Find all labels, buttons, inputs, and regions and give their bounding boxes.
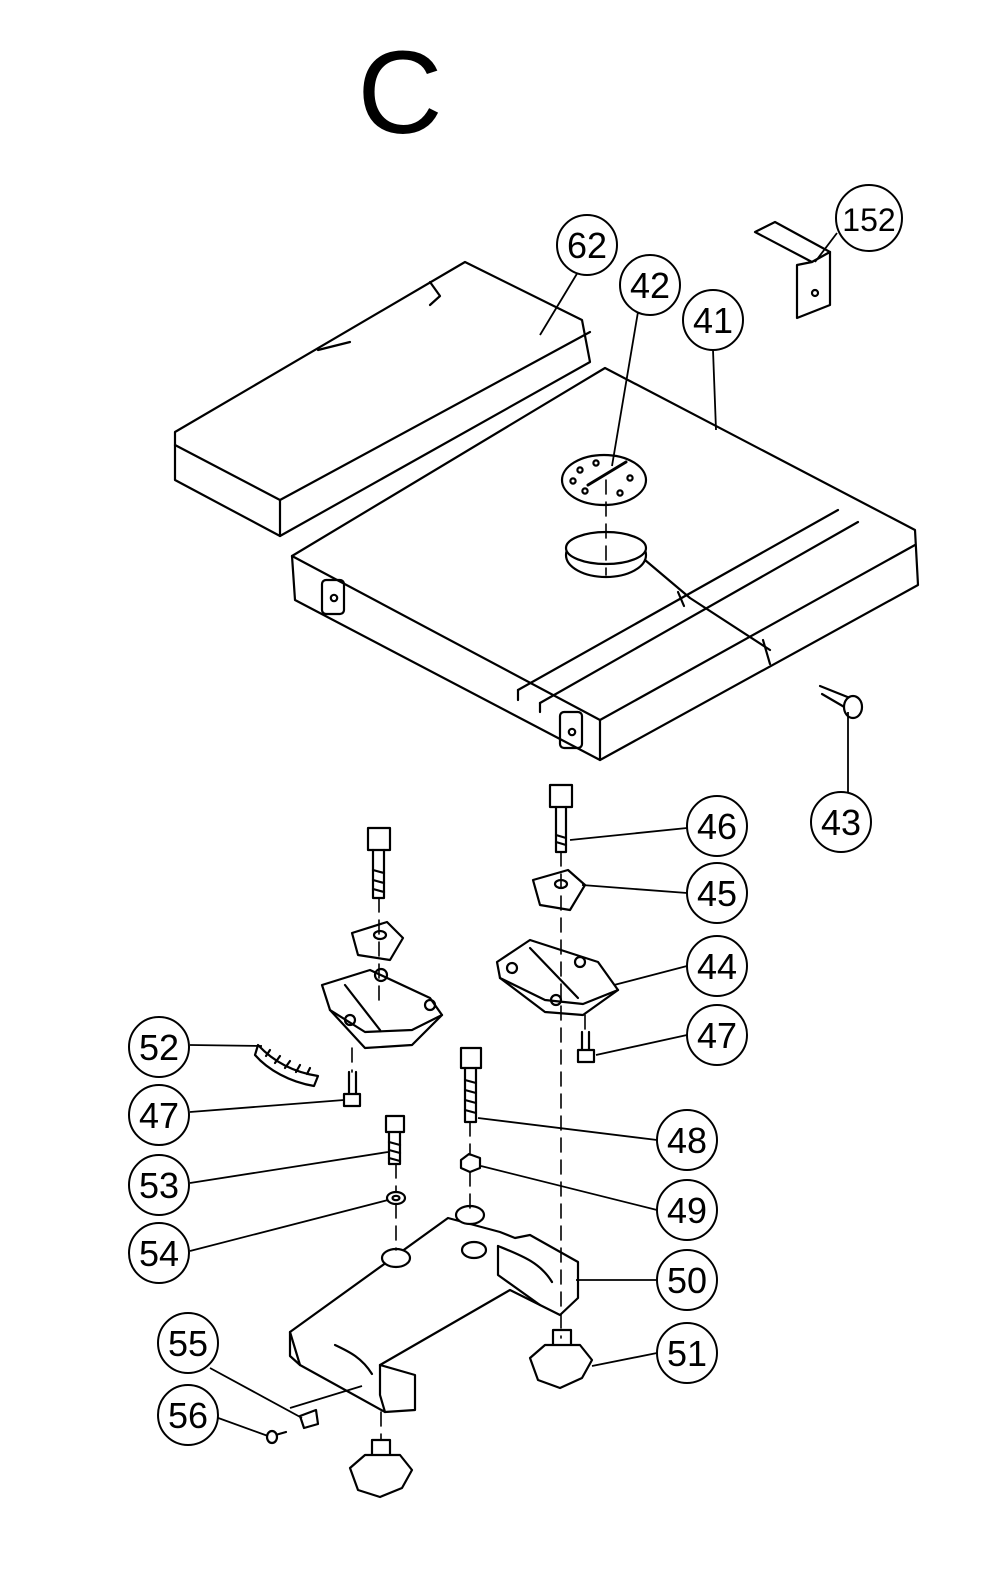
callout-number: 54 bbox=[139, 1233, 179, 1274]
callout-circle bbox=[656, 1249, 718, 1311]
table-pin-part bbox=[818, 684, 864, 720]
callout-50: 50 bbox=[656, 1249, 718, 1311]
callout-circle bbox=[686, 935, 748, 997]
small-bolt-part bbox=[384, 1114, 406, 1166]
trunnion-left-part bbox=[320, 967, 444, 1050]
callout-47: 47 bbox=[686, 1004, 748, 1066]
callout-circle bbox=[835, 184, 903, 252]
callout-152: 152 bbox=[835, 184, 903, 252]
callout-number: 51 bbox=[667, 1333, 707, 1374]
callout-number: 47 bbox=[139, 1095, 179, 1136]
assembly-lines bbox=[351, 479, 607, 1441]
callout-circle bbox=[157, 1312, 219, 1374]
callout-46: 46 bbox=[686, 795, 748, 857]
callout-number: 49 bbox=[667, 1190, 707, 1231]
callout-layer: 152 62 42 41 43 46 45 44 47 52 47 48 53 49 54 50 51 55 56 bbox=[128, 184, 903, 1446]
callout-number: 44 bbox=[697, 946, 737, 987]
callout-number: 56 bbox=[168, 1395, 208, 1436]
pointer-screw-part bbox=[265, 1429, 288, 1445]
callout-number: 46 bbox=[697, 806, 737, 847]
callout-number: 53 bbox=[139, 1165, 179, 1206]
knob-left-part bbox=[348, 1438, 414, 1499]
section-letter: C bbox=[357, 27, 443, 159]
callout-circle bbox=[686, 862, 748, 924]
callout-circle bbox=[656, 1179, 718, 1241]
callout-number: 55 bbox=[168, 1323, 208, 1364]
callout-number: 41 bbox=[693, 300, 733, 341]
callout-circle bbox=[686, 795, 748, 857]
callout-48: 48 bbox=[656, 1109, 718, 1171]
callout-circle bbox=[656, 1322, 718, 1384]
nut-part bbox=[459, 1152, 482, 1174]
callout-49: 49 bbox=[656, 1179, 718, 1241]
washer-part bbox=[385, 1190, 407, 1206]
callout-41: 41 bbox=[682, 289, 744, 351]
bolt-right-part bbox=[548, 783, 574, 854]
leader-lines bbox=[189, 232, 849, 1437]
callout-circle bbox=[810, 791, 872, 853]
callout-53: 53 bbox=[128, 1154, 190, 1216]
callout-56: 56 bbox=[157, 1384, 219, 1446]
callout-circle bbox=[128, 1222, 190, 1284]
callout-54: 54 bbox=[128, 1222, 190, 1284]
callout-number: 42 bbox=[630, 265, 670, 306]
trunnion-washer-right bbox=[531, 868, 587, 912]
callout-62: 62 bbox=[556, 214, 618, 276]
callout-circle bbox=[682, 289, 744, 351]
callout-number: 47 bbox=[697, 1015, 737, 1056]
callout-44: 44 bbox=[686, 935, 748, 997]
scale-part bbox=[253, 1043, 320, 1088]
throat-plate-part bbox=[560, 453, 648, 507]
callout-circle bbox=[656, 1109, 718, 1171]
callout-circle bbox=[556, 214, 618, 276]
trunnion-washer-left bbox=[350, 920, 405, 962]
base-part bbox=[288, 1204, 580, 1414]
callout-52: 52 bbox=[128, 1016, 190, 1078]
callout-circle bbox=[128, 1016, 190, 1078]
callout-number: 62 bbox=[567, 225, 607, 266]
callout-number: 152 bbox=[842, 202, 895, 238]
bolt-left-part bbox=[366, 826, 392, 900]
bracket-part bbox=[753, 220, 832, 320]
callout-number: 52 bbox=[139, 1027, 179, 1068]
callout-55: 55 bbox=[157, 1312, 219, 1374]
callout-42: 42 bbox=[619, 254, 681, 316]
screw-right-part bbox=[576, 1030, 596, 1064]
knob-right-part bbox=[528, 1328, 594, 1390]
callout-circle bbox=[157, 1384, 219, 1446]
screw-left-part bbox=[342, 1070, 362, 1108]
callout-43: 43 bbox=[810, 791, 872, 853]
callout-number: 45 bbox=[697, 873, 737, 914]
callout-number: 43 bbox=[821, 802, 861, 843]
callout-circle bbox=[128, 1154, 190, 1216]
callout-circle bbox=[686, 1004, 748, 1066]
table-extension-part bbox=[173, 260, 592, 538]
long-bolt-part bbox=[459, 1046, 483, 1124]
trunnion-right-part bbox=[495, 938, 620, 1017]
saw-table-part bbox=[290, 366, 920, 762]
callout-number: 48 bbox=[667, 1120, 707, 1161]
callout-circle bbox=[619, 254, 681, 316]
callout-45: 45 bbox=[686, 862, 748, 924]
callout-circle bbox=[128, 1084, 190, 1146]
callout-51: 51 bbox=[656, 1322, 718, 1384]
callout-47: 47 bbox=[128, 1084, 190, 1146]
pointer-part bbox=[298, 1408, 320, 1430]
callout-number: 50 bbox=[667, 1260, 707, 1301]
